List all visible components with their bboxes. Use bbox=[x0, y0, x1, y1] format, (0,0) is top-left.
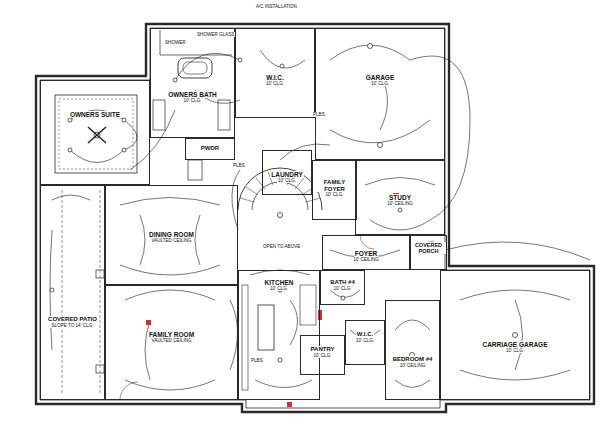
ceiling-note: 10' CLG. bbox=[370, 81, 390, 86]
ceiling-note: 10' CLG. bbox=[313, 353, 333, 358]
room-box: COVERED PORCH bbox=[410, 235, 447, 270]
room-name: LAUNDRY bbox=[270, 171, 304, 178]
room-box: CARRIAGE GARAGE10' CLG. bbox=[440, 270, 590, 400]
room-name: OWNERS BATH bbox=[167, 91, 218, 98]
ceiling-note: 10' CLG. bbox=[183, 98, 203, 103]
plan-note: PLBS bbox=[312, 112, 326, 117]
plan-note: PLBS bbox=[250, 358, 264, 363]
ceiling-note: 10' CEILING bbox=[399, 363, 427, 368]
ceiling-note: 10' CLG. bbox=[277, 178, 297, 183]
room-box: W.I.C.10' CLG. bbox=[345, 320, 385, 365]
room-box: FAMILY FOYER10' CLG. bbox=[312, 160, 357, 220]
room-box: W.I.C.10' CLG. bbox=[235, 28, 315, 118]
plan-note: SHOWER GLASS bbox=[196, 32, 235, 37]
ceiling-note: 10' CLG. bbox=[269, 286, 289, 291]
room-name: FOYER bbox=[354, 250, 378, 257]
room-name: BEDROOM #4 bbox=[392, 356, 434, 363]
room-box: OWNERS SUITE bbox=[40, 80, 150, 185]
room-name: GARAGE bbox=[365, 74, 396, 81]
room-box: FAMILY ROOMVAULTED CEILING bbox=[105, 285, 238, 400]
room-name: COVERED PORCH bbox=[411, 242, 446, 254]
ceiling-note: 10' CEILING bbox=[386, 201, 414, 206]
room-box: PANTRY10' CLG. bbox=[300, 335, 345, 375]
room-name: CARRIAGE GARAGE bbox=[481, 341, 548, 348]
ceiling-note: 10' CLG. bbox=[333, 286, 353, 291]
ceiling-note: 10' CLG. bbox=[325, 192, 345, 197]
room-box: STUDY10' CEILING bbox=[355, 160, 445, 235]
ceiling-note: VAULTED CEILING bbox=[150, 238, 192, 243]
room-box: FOYER10' CEILING bbox=[322, 235, 410, 270]
room-name: BATH #4 bbox=[329, 279, 356, 286]
plan-note: PLBS bbox=[232, 163, 246, 168]
room-box: COVERED PATIOSLOPE TO 14' CLG. bbox=[40, 185, 105, 400]
room-name: PWDR bbox=[200, 145, 220, 152]
room-name: FAMILY FOYER bbox=[313, 179, 356, 192]
ceiling-note: 10' CLG. bbox=[505, 348, 525, 353]
plan-note: A/C INSTALLATION bbox=[255, 4, 298, 9]
room-box: PWDR bbox=[185, 138, 235, 160]
room-name: DINING ROOM bbox=[148, 231, 195, 238]
plan-note: SHOWER bbox=[164, 40, 187, 45]
ceiling-note: SLOPE TO 14' CLG. bbox=[50, 323, 94, 328]
room-name: OWNERS SUITE bbox=[69, 111, 121, 118]
ceiling-note: VAULTED CEILING bbox=[150, 338, 192, 343]
room-box: LAUNDRY10' CLG. bbox=[262, 150, 312, 195]
room-name: W.I.C. bbox=[265, 74, 285, 81]
room-name: KITCHEN bbox=[264, 279, 295, 286]
room-box: BEDROOM #410' CEILING bbox=[385, 300, 440, 400]
room-name: STUDY bbox=[388, 194, 412, 201]
room-name: PANTRY bbox=[310, 346, 336, 353]
room-box: BATH #410' CLG. bbox=[320, 270, 365, 305]
room-name: COVERED PATIO bbox=[47, 316, 98, 323]
room-box: GARAGE10' CLG. bbox=[315, 28, 445, 160]
room-box: OWNERS BATH10' CLG. bbox=[150, 28, 235, 138]
ceiling-note: 10' CEILING bbox=[352, 257, 380, 262]
room-name: W.I.C. bbox=[356, 331, 374, 338]
ceiling-note: 10' CLG. bbox=[355, 338, 375, 343]
room-name: FAMILY ROOM bbox=[148, 331, 195, 338]
ceiling-note: 10' CLG. bbox=[265, 81, 285, 86]
room-box: DINING ROOMVAULTED CEILING bbox=[105, 185, 238, 285]
plan-note: OPEN TO ABOVE bbox=[262, 244, 301, 249]
